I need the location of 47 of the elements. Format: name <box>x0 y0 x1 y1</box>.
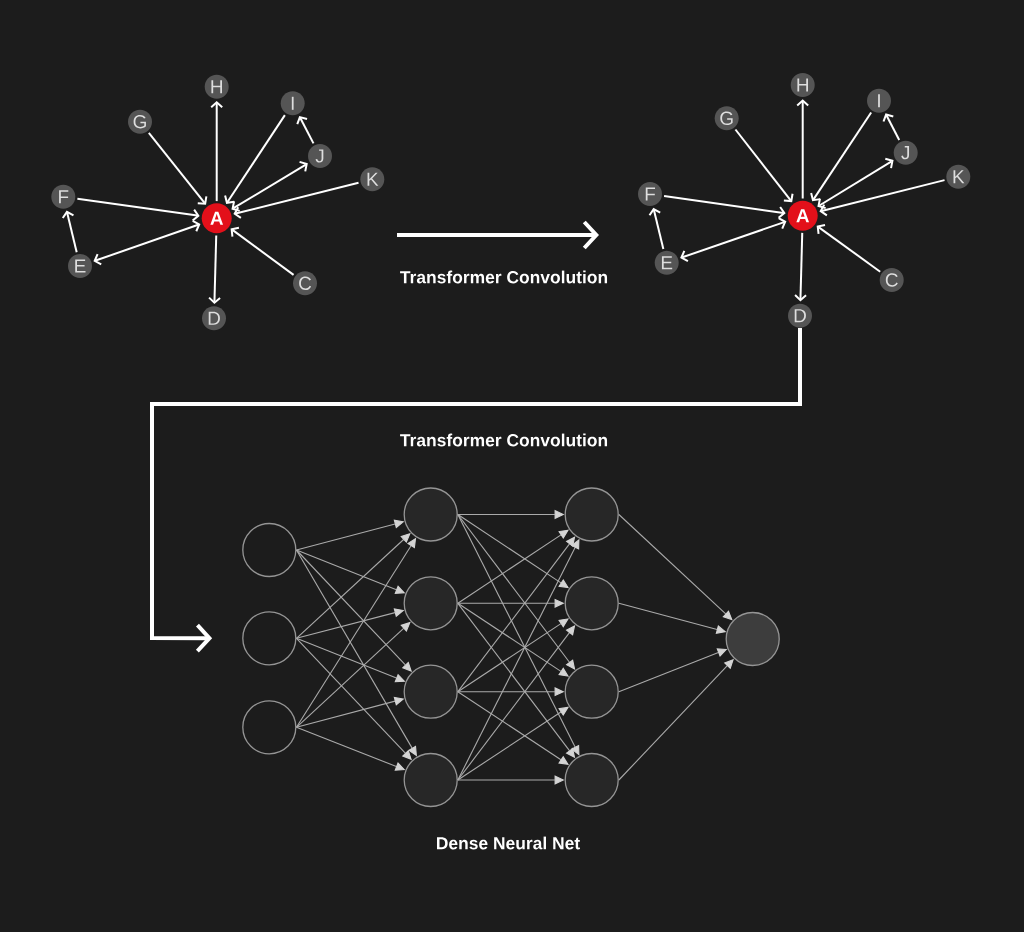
arrow <box>810 111 873 202</box>
neuron-circle <box>564 752 619 808</box>
neuron-circle <box>564 576 619 631</box>
arrow <box>816 224 882 273</box>
double-arrow <box>817 157 894 210</box>
arrow <box>819 179 946 217</box>
neuron-circle <box>403 576 458 631</box>
arrow <box>230 226 295 276</box>
arrow <box>648 207 665 250</box>
center-node: A <box>201 203 232 234</box>
edge-label: Transformer Convolution <box>400 433 608 447</box>
connection-arrow <box>295 549 412 672</box>
arrow <box>76 197 200 222</box>
double-arrow <box>680 217 787 263</box>
connection-arrow <box>457 618 569 693</box>
neuron-circle <box>242 700 297 755</box>
arrow <box>796 99 810 200</box>
neuron-circle <box>242 611 297 666</box>
arrow <box>734 128 794 203</box>
neuron-circle <box>403 487 458 542</box>
flow-arrow <box>150 327 802 653</box>
neuron-circle <box>403 752 458 808</box>
arrow <box>224 114 286 204</box>
arrow <box>147 131 208 205</box>
arrow <box>663 195 786 219</box>
arrow <box>210 100 224 203</box>
double-arrow <box>231 160 308 212</box>
connection-arrow <box>457 513 580 756</box>
neuron-circle <box>564 664 619 719</box>
arrow <box>208 234 222 305</box>
connection-arrow <box>457 706 569 781</box>
arrow <box>794 231 808 302</box>
center-node: A <box>787 200 818 231</box>
connection-arrow <box>457 536 576 693</box>
connection-arrow <box>457 602 569 677</box>
arrow-label: Transformer Convolution <box>400 270 608 284</box>
neuron-circle <box>725 611 780 667</box>
neuron-circle <box>564 487 619 542</box>
arrow <box>61 210 78 254</box>
arrow <box>296 115 315 145</box>
connection-arrow <box>618 513 733 621</box>
neuron-circle <box>242 522 297 578</box>
arrow <box>882 113 901 142</box>
double-arrow <box>93 219 201 266</box>
caption: Dense Neural Net <box>437 836 580 850</box>
neuron-circle <box>403 664 458 719</box>
arrow <box>233 181 360 219</box>
